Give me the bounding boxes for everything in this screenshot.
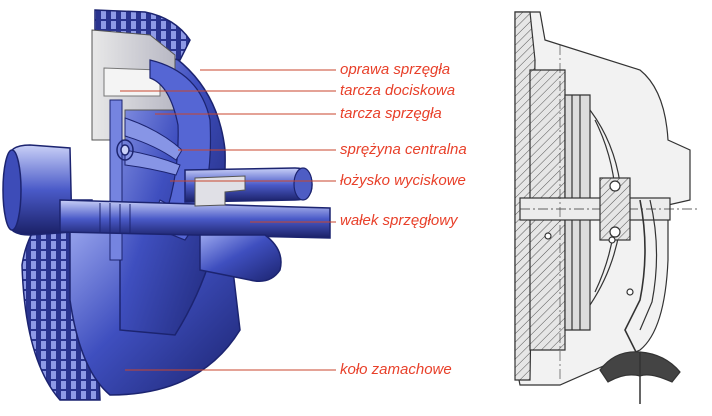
bearing-sleeve [199,234,282,282]
clutch-shaft [59,199,331,239]
release-fork [194,175,246,207]
housing-cut-inner [103,67,161,97]
label-clutch-disc: tarcza sprzęgła [340,105,442,122]
release-bearing-face [293,167,313,201]
label-pressure-plate: tarcza dociskowa [340,82,456,99]
input-hub-face [2,149,22,231]
label-clutch-housing: oprawa sprzęgła [340,61,451,78]
leader-lines [120,69,336,371]
fork-section [624,199,661,371]
label-release-bearing: łożysko wyciskowe [340,172,466,189]
shaft-splines [99,203,131,234]
label-clutch-shaft: wałek sprzęgłowy [340,212,458,229]
clutch-disc [109,99,123,261]
return-spring [116,139,134,161]
cutaway-illustration [2,9,331,401]
section-drawing [514,11,700,404]
bolts [544,232,634,296]
label-flywheel: koło zamachowe [340,361,452,378]
label-central-spring: sprężyna centralna [340,141,467,158]
